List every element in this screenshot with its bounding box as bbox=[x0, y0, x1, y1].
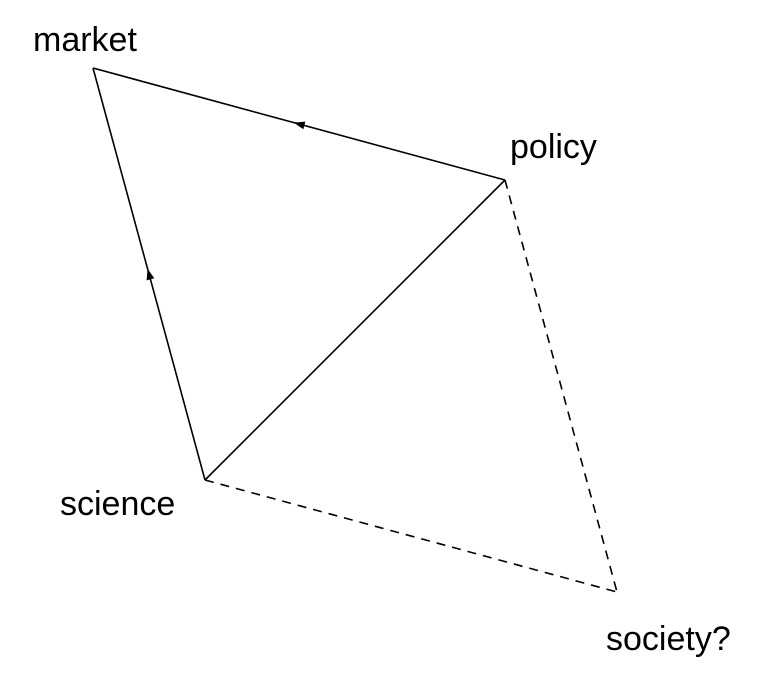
arrowhead-policy-market bbox=[293, 121, 306, 130]
edge-policy-society bbox=[504, 179, 618, 593]
node-market-label: market bbox=[33, 21, 137, 59]
node-science-label: science bbox=[60, 485, 176, 523]
edge-group bbox=[92, 67, 618, 593]
edge-science-policy bbox=[204, 179, 506, 481]
node-society-label: society? bbox=[606, 620, 731, 658]
node-policy-label: policy bbox=[510, 128, 597, 166]
arrowhead-science-market bbox=[146, 268, 155, 281]
edge-science-society bbox=[204, 479, 618, 593]
